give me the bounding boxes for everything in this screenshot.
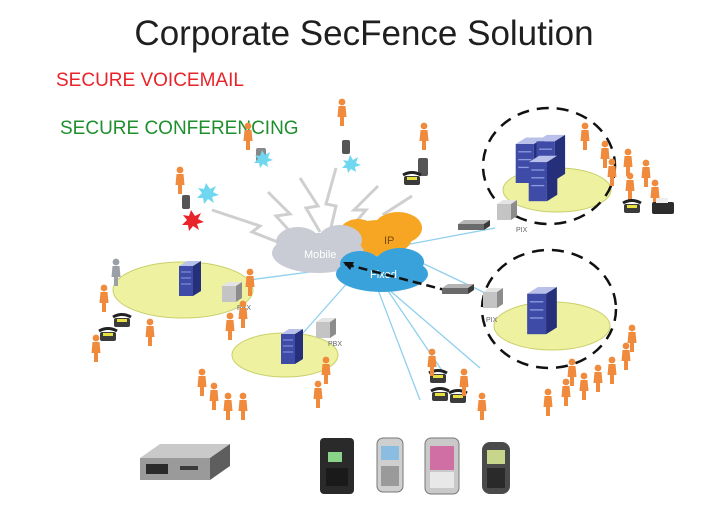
- page-title: Corporate SecFence Solution: [134, 14, 594, 53]
- secure-burst-icon-cyan: [197, 150, 361, 204]
- phone-icon-top: [401, 171, 423, 187]
- phone-icon-left: [111, 313, 133, 329]
- mobile-cloud-label: Mobile: [304, 249, 336, 261]
- secure-conferencing-label: SECURE CONFERENCING: [60, 118, 299, 139]
- person-icon-mobile-2: [243, 122, 253, 150]
- pix-icon-right: [483, 288, 503, 308]
- secure-voicemail-label: SECURE VOICEMAIL: [56, 70, 244, 91]
- rack-server-icon-right: [526, 286, 558, 335]
- mobile-phone-icon-top-3: [418, 158, 428, 176]
- mobile-phone-device-3: [424, 437, 460, 495]
- ip-cloud-label: IP: [384, 235, 394, 247]
- secure-link-arrow: [343, 262, 354, 270]
- pbx-icon-bottom: [316, 318, 336, 338]
- pbx-bottom-label: PBX: [328, 341, 342, 348]
- pbx-icon-left: [222, 282, 242, 302]
- pix-top-label: PIX: [516, 227, 528, 234]
- pix-right-label: PIX: [486, 317, 498, 324]
- router-icon-top: [458, 220, 490, 230]
- mobile-phone-icon-left: [182, 195, 190, 209]
- mobile-phone-device-4: [482, 442, 510, 494]
- rack-server-device-bottom: [140, 444, 230, 480]
- secure-link-line: [344, 262, 446, 292]
- person-icon-mobile-3: [337, 98, 347, 126]
- person-icon-mobile-1: [175, 166, 185, 194]
- phone-icon-bottom-3: [429, 387, 451, 403]
- server-icon-left: [178, 260, 202, 297]
- fixed-cloud: Fixed: [336, 248, 428, 292]
- secure-zone-bottom: [480, 248, 618, 370]
- router-icon-right: [442, 284, 474, 294]
- mobile-phone-icon-top-1: [342, 140, 350, 154]
- phone-icon-top-right: [621, 199, 643, 215]
- server-icon-bottom: [280, 328, 304, 365]
- person-icon-bottom-right-2: [477, 392, 487, 420]
- mobile-phone-device-1: [320, 438, 354, 494]
- mobile-phone-device-2: [376, 437, 404, 493]
- pix-icon-top: [497, 200, 517, 220]
- phone-icon-left-2: [97, 327, 119, 343]
- secure-burst-icon-red: [182, 210, 204, 231]
- fax-icon-top-right: [652, 198, 674, 214]
- person-icon-mobile-4: [419, 122, 429, 150]
